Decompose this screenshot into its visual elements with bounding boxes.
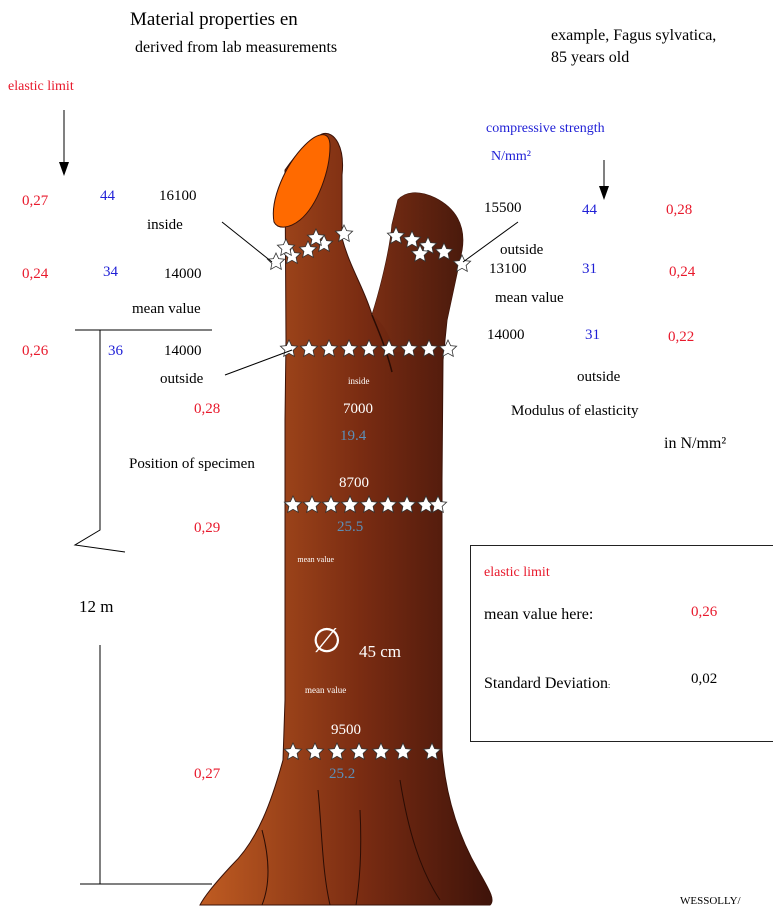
- compressive-strength-label: compressive strength: [486, 122, 605, 136]
- down-arrow-icon: [599, 160, 609, 200]
- down-arrow-icon: [59, 110, 69, 176]
- right-row-2-strength: 31: [582, 262, 597, 277]
- left-row-2-strength: 34: [103, 265, 118, 280]
- height-label: 12 m: [79, 598, 113, 615]
- left-row-1-label: inside: [147, 218, 183, 233]
- right-row-1-label: outside: [500, 243, 543, 258]
- left-row-3-elastic: 0,26: [22, 344, 48, 359]
- trunk-row-1-strength: 19.4: [340, 429, 366, 444]
- example-line-1: example, Fagus sylvatica,: [551, 28, 716, 44]
- right-row-3-modulus: 14000: [487, 328, 525, 343]
- left-row-1-elastic: 0,27: [22, 194, 48, 209]
- trunk-row-1-position: inside: [348, 377, 370, 386]
- trunk-row-3-position: mean value: [305, 686, 346, 695]
- trunk-row-1-modulus: 7000: [343, 402, 373, 417]
- left-row-1-modulus: 16100: [159, 189, 197, 204]
- stats-std-value: 0,02: [691, 672, 717, 687]
- trunk-row-3-elastic: 0,27: [194, 767, 220, 782]
- left-row-2-elastic: 0,24: [22, 267, 48, 282]
- trunk-row-2-modulus: 8700: [339, 476, 369, 491]
- trunk-row-1-elastic: 0,28: [194, 402, 220, 417]
- stats-std-label: Standard Deviation:: [484, 676, 610, 692]
- example-line-2: 85 years old: [551, 50, 629, 66]
- trunk-row-2-strength: 25.5: [337, 520, 363, 535]
- diameter-icon: ∅: [312, 624, 342, 658]
- stats-mean-label: mean value here:: [484, 607, 593, 623]
- left-row-2-modulus: 14000: [164, 267, 202, 282]
- modulus-unit: in N/mm²: [664, 436, 726, 452]
- left-row-1-strength: 44: [100, 189, 115, 204]
- left-row-3-label: outside: [160, 372, 203, 387]
- trunk-row-3-strength: 25.2: [329, 767, 355, 782]
- diameter-label: 45 cm: [359, 643, 401, 660]
- footer-credit: WESSOLLY/: [680, 896, 741, 907]
- elastic-limit-label: elastic limit: [8, 80, 74, 94]
- right-row-3-label: outside: [577, 370, 620, 385]
- trunk-row-3-modulus: 9500: [331, 723, 361, 738]
- right-row-3-elastic: 0,22: [668, 330, 694, 345]
- compressive-strength-unit: N/mm²: [491, 150, 531, 164]
- trunk-row-2-elastic: 0,29: [194, 521, 220, 536]
- left-row-2-label: mean value: [132, 302, 201, 317]
- title-line-1: Material properties en: [130, 10, 298, 29]
- stats-mean-value: 0,26: [691, 605, 717, 620]
- star-icon: [267, 253, 284, 269]
- stats-box: elastic limit mean value here: 0,26 Stan…: [470, 545, 773, 742]
- stats-title: elastic limit: [484, 566, 550, 580]
- right-row-1-strength: 44: [582, 203, 597, 218]
- right-row-1-elastic: 0,28: [666, 203, 692, 218]
- right-row-3-strength: 31: [585, 328, 600, 343]
- left-row-3-strength: 36: [108, 344, 123, 359]
- left-row-3-modulus: 14000: [164, 344, 202, 359]
- zigzag-break-icon: [75, 510, 125, 552]
- stats-std-label-text: Standard Deviation: [484, 675, 608, 692]
- right-row-2-modulus: 13100: [489, 262, 527, 277]
- position-of-specimen-label: Position of specimen: [129, 457, 255, 472]
- right-row-2-label: mean value: [495, 291, 564, 306]
- right-branch: [372, 193, 463, 352]
- right-row-2-elastic: 0,24: [669, 265, 695, 280]
- modulus-label: Modulus of elasticity: [511, 404, 639, 419]
- right-row-1-modulus: 15500: [484, 201, 522, 216]
- stats-std-suffix: :: [608, 681, 610, 690]
- title-line-2: derived from lab measurements: [135, 40, 337, 56]
- trunk-row-2-position: mean value: [288, 556, 334, 564]
